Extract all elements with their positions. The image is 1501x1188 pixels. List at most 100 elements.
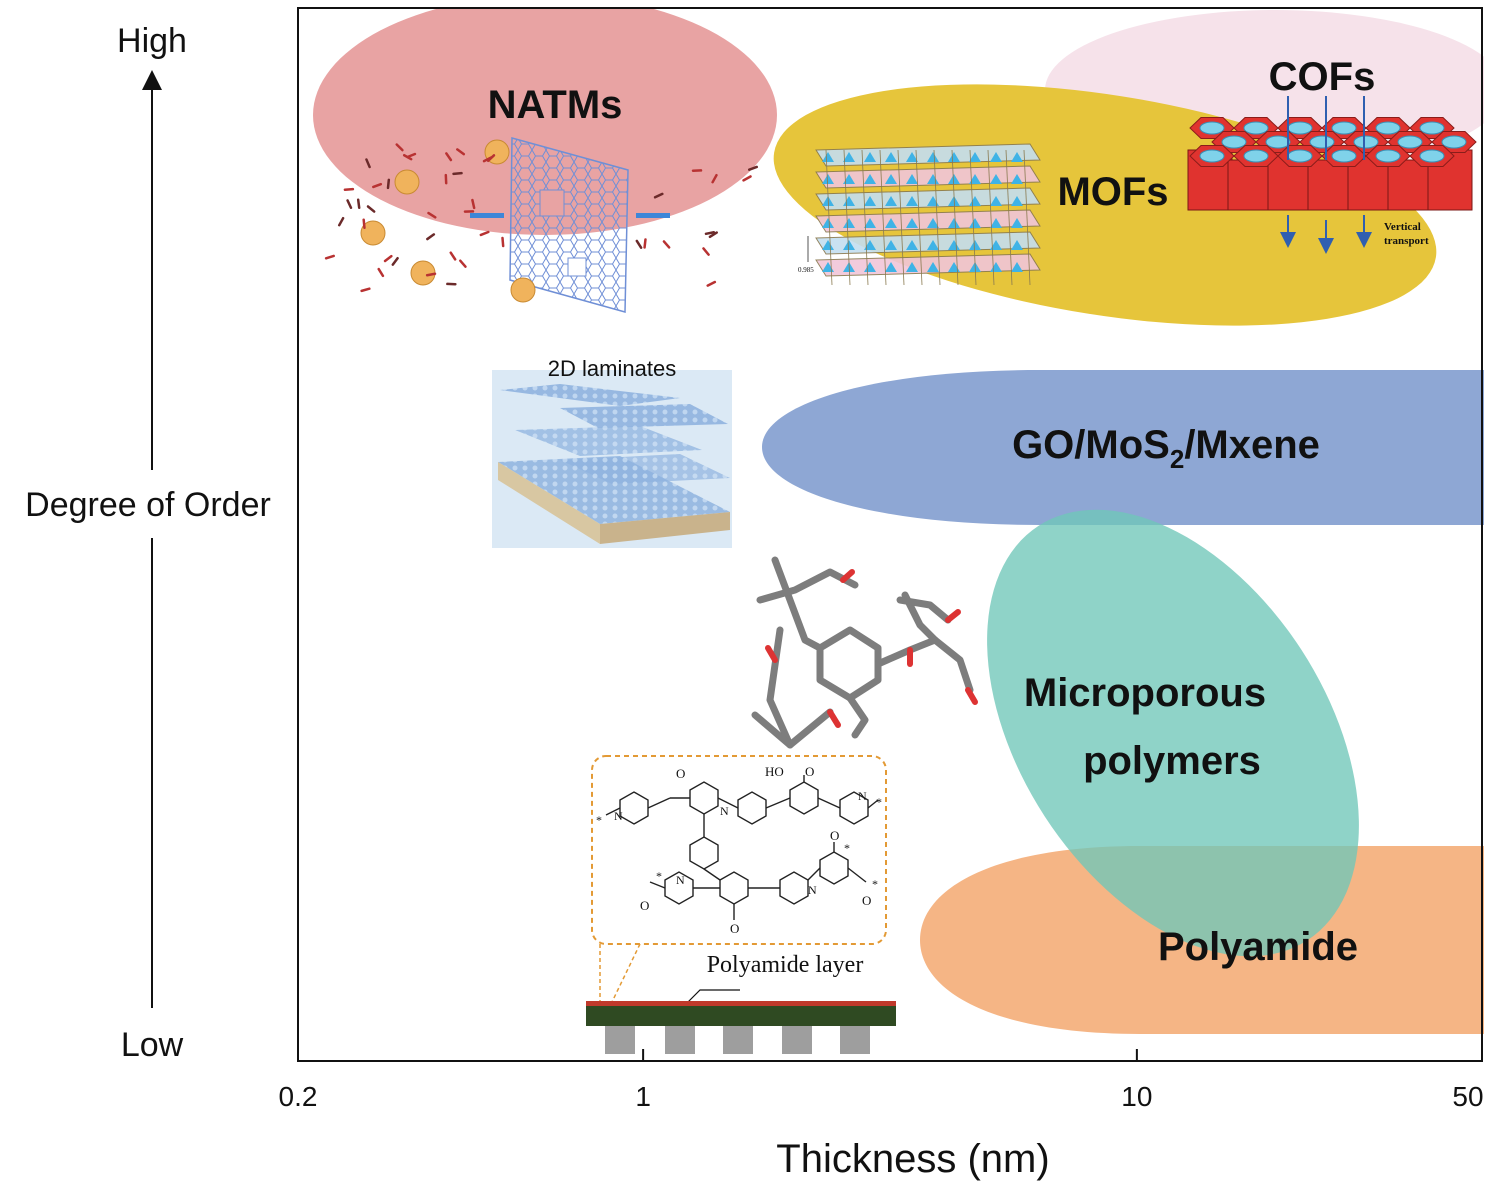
go-label-main: GO/MoS (1012, 423, 1170, 467)
y-high-label: High (117, 22, 187, 60)
water-molecule (337, 216, 345, 227)
chem-o-label-5: O (640, 898, 649, 913)
mof-linker (861, 149, 869, 286)
water-molecule (427, 211, 437, 219)
water-molecule (365, 158, 371, 169)
chem-star-5: * (872, 877, 878, 891)
laminate-sheet-2 (560, 404, 728, 428)
cof-pore (1243, 121, 1269, 135)
go-mos2-mxene-label: GO/MoS2/Mxene (1012, 423, 1320, 474)
mof-layers (815, 143, 1041, 286)
mof-node (822, 152, 834, 162)
mof-node (1011, 174, 1023, 184)
mof-node (1011, 240, 1023, 250)
water-molecule (459, 259, 467, 268)
cof-pore (1199, 121, 1225, 135)
cof-pore (1375, 121, 1401, 135)
water-molecule (395, 143, 404, 152)
water-molecule (747, 165, 758, 171)
x-tick-label: 50 (1452, 1081, 1483, 1112)
water-molecule (425, 272, 437, 277)
mof-linker (1023, 149, 1031, 286)
water-molecule (366, 205, 376, 213)
chem-o-label-6: O (862, 893, 871, 908)
laminate-substrate-side (498, 462, 600, 544)
support-layer (586, 1006, 896, 1026)
mof-linker (987, 149, 995, 286)
water-molecule (479, 230, 490, 237)
flow-arrow-left (470, 213, 504, 218)
polyamide-thin-layer (586, 1001, 896, 1006)
cof-pore (1331, 121, 1357, 135)
water-molecule (635, 239, 643, 249)
go-label-tail: /Mxene (1184, 423, 1320, 467)
mof-node (843, 174, 855, 184)
natms-membrane-illustration: NATMs (324, 83, 758, 313)
cof-pore (1419, 121, 1445, 135)
mof-node (906, 196, 918, 206)
cof-pore (1221, 135, 1247, 149)
cof-pore (1419, 149, 1445, 163)
mof-node (969, 240, 981, 250)
water-molecule (362, 218, 366, 230)
water-molecule (702, 247, 710, 256)
cof-pore (1243, 149, 1269, 163)
mof-node (1011, 262, 1023, 272)
water-molecules (324, 143, 758, 293)
x-tick-label: 0.2 (279, 1081, 318, 1112)
water-molecule (346, 199, 353, 209)
support-pillar-4 (782, 1026, 812, 1054)
cof-block-body (1227, 159, 1273, 211)
mof-node (864, 218, 876, 228)
microporous-molecule-illustration (751, 556, 978, 749)
mof-node (885, 218, 897, 228)
mof-linker (825, 149, 833, 286)
water-molecule (456, 148, 466, 156)
water-molecule (643, 238, 647, 249)
water-molecule (449, 251, 457, 261)
polyamide-label: Polyamide (1158, 925, 1358, 969)
water-molecule (324, 254, 335, 260)
mof-node (948, 240, 960, 250)
cof-framework-illustration: Vertical transport COFs (1187, 55, 1477, 254)
chem-n-label-3: N (858, 789, 867, 803)
cof-pore (1441, 135, 1467, 149)
chemical-bonds (605, 775, 879, 920)
water-molecule (377, 267, 385, 278)
chem-n-label-5: N (808, 883, 817, 897)
mof-node (864, 240, 876, 250)
support-pillar-3 (723, 1026, 753, 1054)
mof-node (969, 218, 981, 228)
water-molecule (402, 153, 413, 161)
mof-linker (933, 149, 941, 286)
mof-node (990, 152, 1002, 162)
mof-node (948, 218, 960, 228)
chem-n-label-1: N (614, 809, 623, 823)
cof-pore (1353, 135, 1379, 149)
laminate-sheet-3 (515, 426, 702, 456)
polyamide-layer-pointer (687, 989, 740, 1003)
mof-node (906, 218, 918, 228)
water-molecule (383, 254, 393, 263)
water-molecule (372, 182, 383, 189)
water-molecule (452, 171, 463, 176)
chem-star-4: * (844, 841, 850, 855)
cof-pore (1309, 135, 1335, 149)
cof-pore (1397, 135, 1423, 149)
x-axis-label: Thickness (nm) (776, 1137, 1049, 1181)
water-molecule (708, 231, 718, 239)
mof-node (843, 240, 855, 250)
flow-arrow-right (636, 213, 670, 218)
mof-node (990, 174, 1002, 184)
support-pillar-1 (605, 1026, 635, 1054)
mof-node (843, 152, 855, 162)
mof-node (864, 152, 876, 162)
mof-linker (879, 149, 887, 286)
mof-scale-text: 0.985 (798, 266, 814, 274)
chem-star-3: * (656, 869, 662, 883)
x-tick-label: 10 (1121, 1081, 1152, 1112)
chem-n-label-4: N (676, 873, 685, 887)
mof-node (906, 152, 918, 162)
mof-node (948, 174, 960, 184)
